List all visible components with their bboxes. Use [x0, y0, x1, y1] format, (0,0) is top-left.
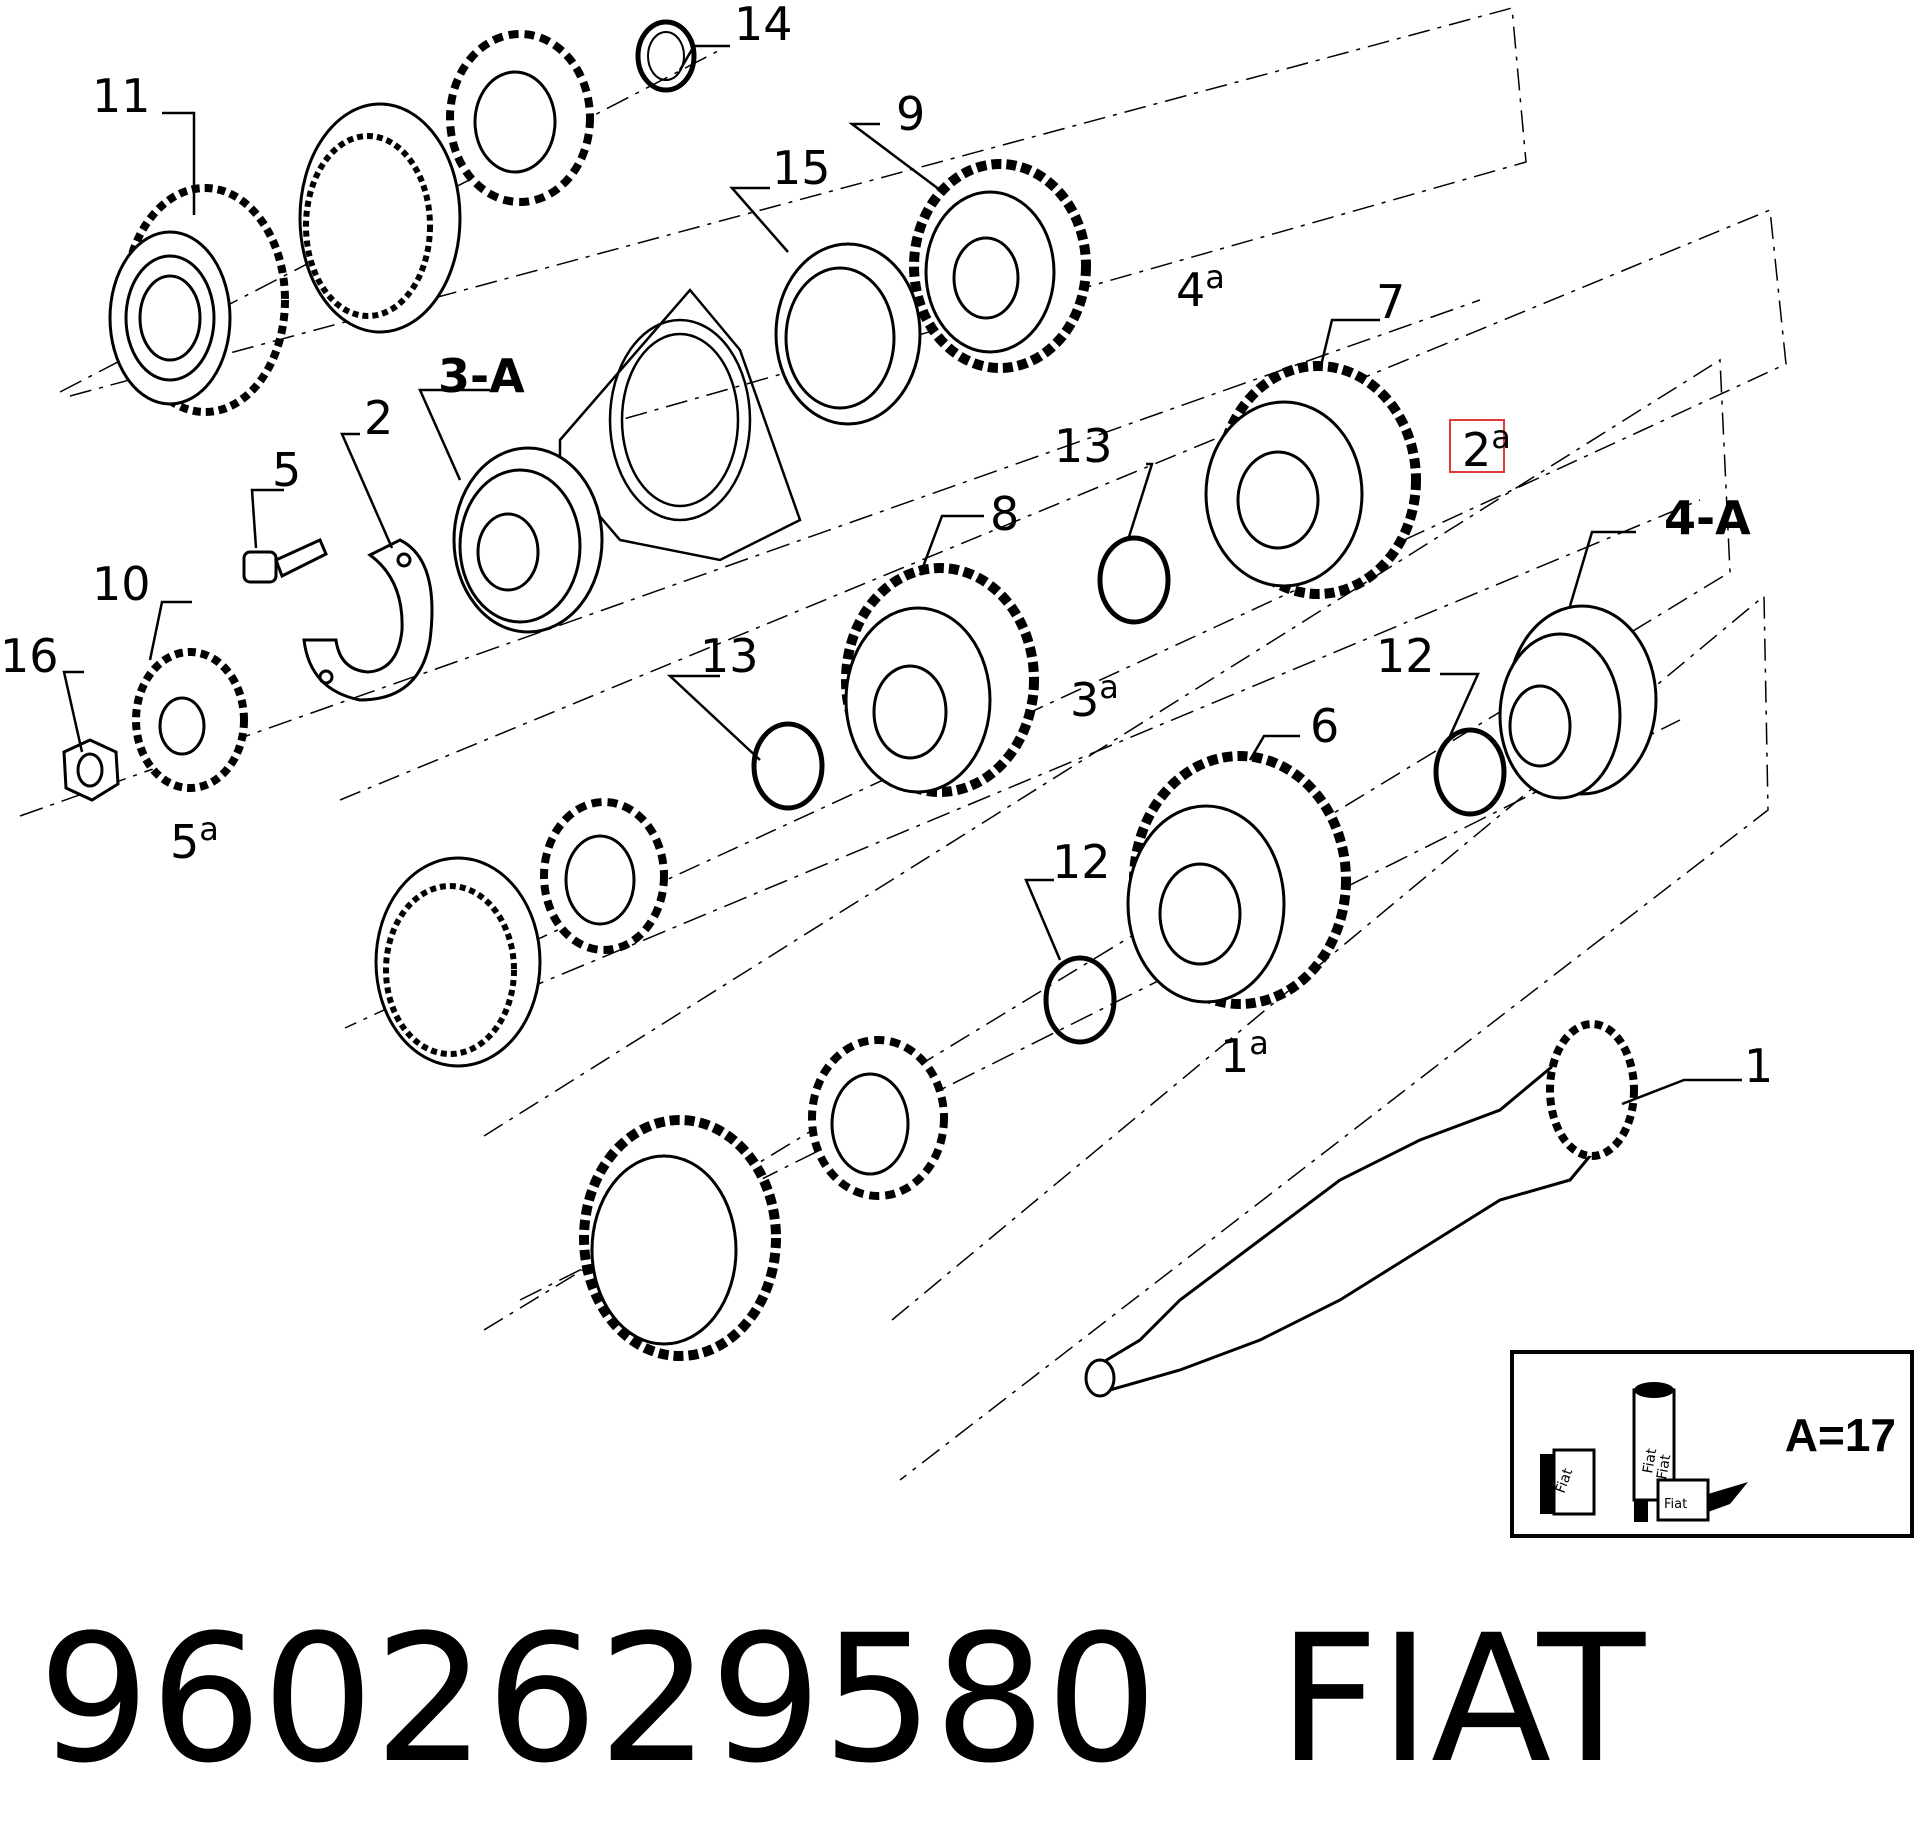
- frame-2nd-gear: [339, 208, 1787, 1029]
- part-16-nut: [62, 738, 120, 802]
- part-5-bolt: [242, 538, 328, 584]
- part-3A-bearing: [452, 446, 604, 634]
- callout-4A: 4-A: [1664, 491, 1751, 545]
- callout-14: 14: [734, 0, 793, 51]
- synchro-sleeve-middle: [374, 856, 542, 1068]
- callout-12-upper: 12: [1376, 629, 1435, 683]
- synchro-hub-middle: [540, 798, 668, 954]
- part-number: 9602629580: [38, 1597, 1158, 1802]
- part-12-circlips: [1043, 727, 1507, 1045]
- callout-12-lower: 12: [1052, 835, 1111, 889]
- part-number-footer: 9602629580 FIAT: [38, 1600, 1645, 1800]
- frame-3rd-gear: [483, 358, 1731, 1331]
- part-4A-bearing: [1498, 604, 1658, 800]
- callout-10: 10: [92, 557, 151, 611]
- svg-text:Fiat: Fiat: [1654, 1453, 1674, 1481]
- synchro-hub-bottom: [808, 1036, 948, 1200]
- highlight-box-2nd-gear: [1449, 419, 1505, 473]
- part-11-helical-gear: [108, 184, 289, 416]
- callout-labels: 11 14 9 15 3-A 2 5 10 16 7 13 8 13 4-A 1…: [0, 0, 1773, 1093]
- svg-text:Fiat: Fiat: [1664, 1497, 1687, 1512]
- part-2-retaining-bracket: [302, 538, 434, 702]
- part-14-circlip: [635, 19, 697, 93]
- callout-9: 9: [896, 87, 925, 141]
- axis-second: [19, 299, 1481, 817]
- part-8-third-gear: [841, 563, 1039, 797]
- callout-8: 8: [990, 487, 1019, 541]
- callout-5: 5: [272, 443, 301, 497]
- part-1-input-shaft: [1084, 1020, 1638, 1398]
- part-13-circlips: [751, 535, 1171, 811]
- axis-third: [439, 499, 1701, 1026]
- callout-13-upper: 13: [1054, 419, 1113, 473]
- callout-1: 1: [1744, 1039, 1773, 1093]
- gear-label-5: 5a: [170, 810, 219, 869]
- part-10-fifth-gear: [132, 648, 248, 792]
- brand-name: FIAT: [1277, 1597, 1646, 1802]
- gear-label-4: 4a: [1176, 258, 1225, 317]
- part-15-thrust-washer: [774, 242, 922, 426]
- callout-2: 2: [364, 391, 393, 445]
- kit-quantity-label: A=17: [1784, 1409, 1896, 1461]
- lubricant-kit-box: Fiat Fiat Fiat Fiat A=17: [1510, 1350, 1914, 1538]
- part-6-first-gear: [1126, 751, 1351, 1009]
- callout-7: 7: [1376, 275, 1405, 329]
- callout-11: 11: [92, 69, 151, 123]
- part-9-fourth-gear: [909, 159, 1091, 373]
- part-7-second-gear: [1204, 361, 1421, 599]
- callout-15: 15: [772, 141, 831, 195]
- gear-label-1: 1a: [1220, 1024, 1269, 1083]
- synchro-sleeve-top: [298, 102, 462, 334]
- gear-label-2: 2a: [1462, 418, 1511, 477]
- lubricant-cans-icon: Fiat Fiat Fiat Fiat: [1540, 1382, 1748, 1522]
- gear-labels: 4a 2a 3a 5a 1a: [170, 258, 1511, 1083]
- callout-6: 6: [1310, 699, 1339, 753]
- axis-bottom: [519, 719, 1681, 1301]
- reverse-sleeve-bottom: [579, 1115, 781, 1361]
- gear-label-3: 3a: [1070, 668, 1119, 727]
- leader-lines: [62, 44, 1742, 1106]
- callout-3A: 3-A: [438, 349, 525, 403]
- svg-text:Fiat: Fiat: [1640, 1447, 1660, 1475]
- synchro-hub-top: [446, 30, 594, 206]
- callout-16: 16: [0, 629, 59, 683]
- callout-13-lower: 13: [700, 629, 759, 683]
